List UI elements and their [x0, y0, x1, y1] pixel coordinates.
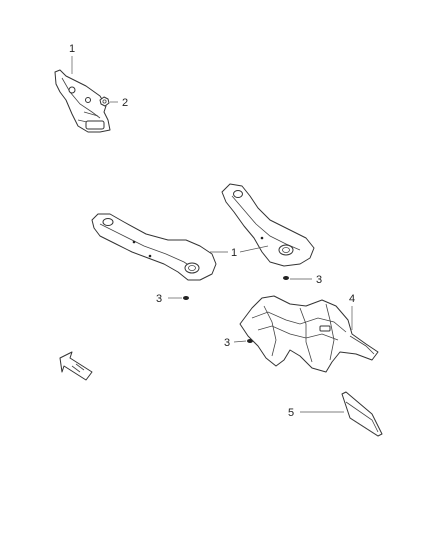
- callout-2: 2: [122, 97, 128, 109]
- front-direction-arrow-icon: [59, 351, 93, 381]
- heat-shield-upper-left: [54, 69, 111, 133]
- callout-3c: 3: [224, 337, 230, 349]
- insulator-panel: [341, 391, 383, 437]
- callout-5: 5: [288, 407, 294, 419]
- callout-3a: 3: [316, 274, 322, 286]
- leader-1b-right: [239, 245, 269, 253]
- clip-right: [283, 276, 289, 280]
- callout-4: 4: [349, 293, 355, 305]
- callout-3b: 3: [156, 293, 162, 305]
- clip-left: [183, 296, 189, 300]
- heat-shield-center-left: [91, 213, 217, 281]
- nut-fastener: [99, 96, 110, 107]
- heat-shield-center-right: [221, 183, 315, 267]
- underbody-heat-shield: [239, 295, 379, 373]
- callout-1b: 1: [231, 247, 237, 259]
- leader-3c: [233, 340, 247, 343]
- callout-1a: 1: [69, 43, 75, 55]
